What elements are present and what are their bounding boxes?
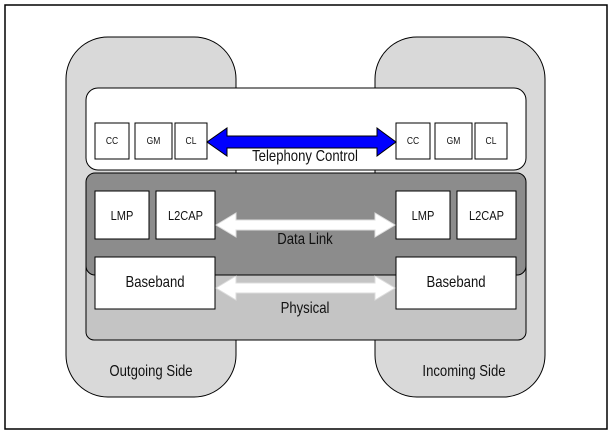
lmp-box-left [94, 190, 150, 240]
baseband-box-right [395, 256, 517, 310]
cl-label-right: CL [485, 135, 497, 147]
gm-label-left: GM [146, 135, 161, 147]
lmp-box-right [395, 190, 451, 240]
cc-label-right: CC [406, 135, 420, 147]
gm-box-right [434, 122, 473, 160]
baseband-box-left [94, 256, 216, 310]
baseband-label-left: Baseband [125, 274, 185, 291]
l2cap-box-right [456, 190, 517, 240]
lmp-label-left: LMP [110, 207, 134, 223]
lmp-label-right: LMP [411, 207, 435, 223]
data-link-arrow [215, 212, 396, 238]
telephony-control-arrow [206, 127, 397, 157]
incoming-side-label: Incoming Side [422, 363, 506, 380]
cl-label-left: CL [185, 135, 197, 147]
cc-box-left [94, 122, 130, 160]
l2cap-label-left: L2CAP [167, 207, 204, 223]
l2cap-label-right: L2CAP [468, 207, 505, 223]
cl-box-left [174, 122, 208, 160]
baseband-label-right: Baseband [426, 274, 486, 291]
cl-box-right [474, 122, 508, 160]
gm-box-left [134, 122, 173, 160]
gm-label-right: GM [446, 135, 461, 147]
data-link-label: Data Link [277, 231, 333, 248]
outgoing-side-label: Outgoing Side [109, 363, 193, 380]
cc-box-right [395, 122, 431, 160]
telephony-control-label: Telephony Control [252, 148, 358, 165]
cc-label-left: CC [105, 135, 119, 147]
l2cap-box-left [155, 190, 216, 240]
physical-label: Physical [280, 300, 330, 317]
physical-arrow [215, 275, 396, 301]
